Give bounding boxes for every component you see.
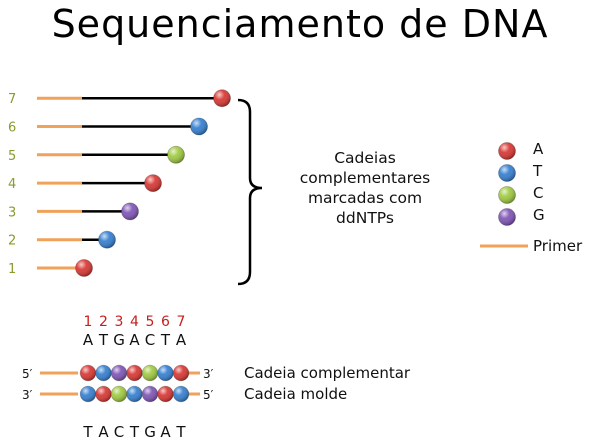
complementary-base-letter: A (83, 331, 94, 349)
legend-label-c: C (533, 184, 544, 202)
complementary-strand: 5′ 3′ (22, 364, 214, 382)
ddntp-ball (167, 145, 185, 164)
complementary-base-letter: G (113, 331, 125, 349)
strand-end-right: 3′ (203, 367, 214, 381)
ddntp-ball (144, 174, 162, 193)
ddntp-ball (213, 89, 231, 108)
fragment-ladder: 1 2 3 4 5 6 7 (8, 89, 231, 277)
strand-base-ball (157, 385, 174, 403)
strand-base-ball (95, 364, 112, 382)
legend-label-g: G (533, 206, 545, 224)
caption-line: ddNTPs (336, 209, 394, 227)
fragment-row: 5 (8, 145, 185, 164)
legend-ball-c (498, 186, 516, 204)
strand-base-ball (110, 364, 128, 382)
fragment-row: 4 (8, 174, 162, 193)
caption-line: marcadas com (307, 189, 423, 207)
fragment-row: 6 (8, 117, 208, 136)
position-number: 6 (161, 314, 170, 330)
position-number: 4 (130, 314, 139, 330)
strand-base-ball (157, 364, 174, 382)
labeled-chains-caption: Cadeias complementares marcadas com ddNT… (280, 148, 450, 228)
template-base-letter: C (114, 423, 124, 441)
ddntp-ball (190, 117, 208, 136)
legend (480, 142, 528, 248)
ddntp-ball (75, 259, 93, 277)
template-base-letter: G (144, 423, 156, 441)
strand-base-ball (79, 385, 97, 403)
fragment-row: 1 (8, 259, 93, 277)
legend-ball-t (498, 164, 516, 182)
ddntp-ball (121, 202, 139, 221)
caption-line: complementares (299, 169, 431, 187)
strand-base-ball (172, 385, 190, 403)
strand-end-right: 5′ (203, 388, 214, 402)
strand-end-left: 3′ (22, 388, 33, 402)
complementary-base-letter: C (145, 331, 155, 349)
fragment-number: 6 (8, 121, 16, 136)
fragment-number: 7 (8, 92, 16, 107)
template-base-letter: T (175, 423, 186, 441)
fragment-row: 3 (8, 202, 139, 221)
strand-base-ball (126, 385, 143, 403)
complementary-base-letter: A (176, 331, 187, 349)
strand-base-ball (172, 364, 190, 382)
legend-label-a: A (533, 140, 544, 158)
strand-base-ball (141, 385, 159, 403)
caption-line: Cadeias (334, 149, 396, 167)
position-number: 3 (115, 314, 124, 330)
template-strand: 3′ 5′ (22, 385, 214, 403)
legend-label-t: T (533, 162, 543, 180)
position-number: 2 (99, 314, 108, 330)
ddntp-ball (98, 230, 116, 249)
complementary-base-letter: A (129, 331, 140, 349)
fragment-row: 2 (8, 230, 116, 249)
complementary-base-letter: T (160, 331, 171, 349)
strand-base-ball (95, 385, 112, 403)
template-base-letter: A (160, 423, 171, 441)
fragment-number: 5 (8, 149, 16, 164)
strand-base-ball (110, 385, 128, 403)
complementary-strand-label: Cadeia complementar (244, 364, 411, 382)
fragment-number: 2 (8, 234, 16, 249)
complementary-base-letter: T (98, 331, 109, 349)
template-base-letter: T (82, 423, 93, 441)
fragment-number: 4 (8, 177, 16, 192)
position-number: 1 (84, 314, 93, 330)
strand-base-ball (141, 364, 159, 382)
position-number: 5 (146, 314, 155, 330)
template-strand-label: Cadeia molde (244, 385, 348, 403)
position-number: 7 (177, 314, 186, 330)
strand-base-ball (126, 364, 143, 382)
template-base-letter: T (129, 423, 140, 441)
fragment-row: 7 (8, 89, 231, 108)
legend-ball-a (498, 142, 516, 160)
page-title: Sequenciamento de DNA (51, 2, 549, 46)
template-base-letter: A (98, 423, 109, 441)
strand-base-ball (79, 364, 97, 382)
fragment-number: 1 (8, 262, 16, 277)
legend-label-primer: Primer (533, 237, 583, 255)
fragment-number: 3 (8, 205, 16, 220)
legend-ball-g (498, 208, 516, 226)
strand-end-left: 5′ (22, 367, 33, 381)
bracket (237, 98, 263, 286)
